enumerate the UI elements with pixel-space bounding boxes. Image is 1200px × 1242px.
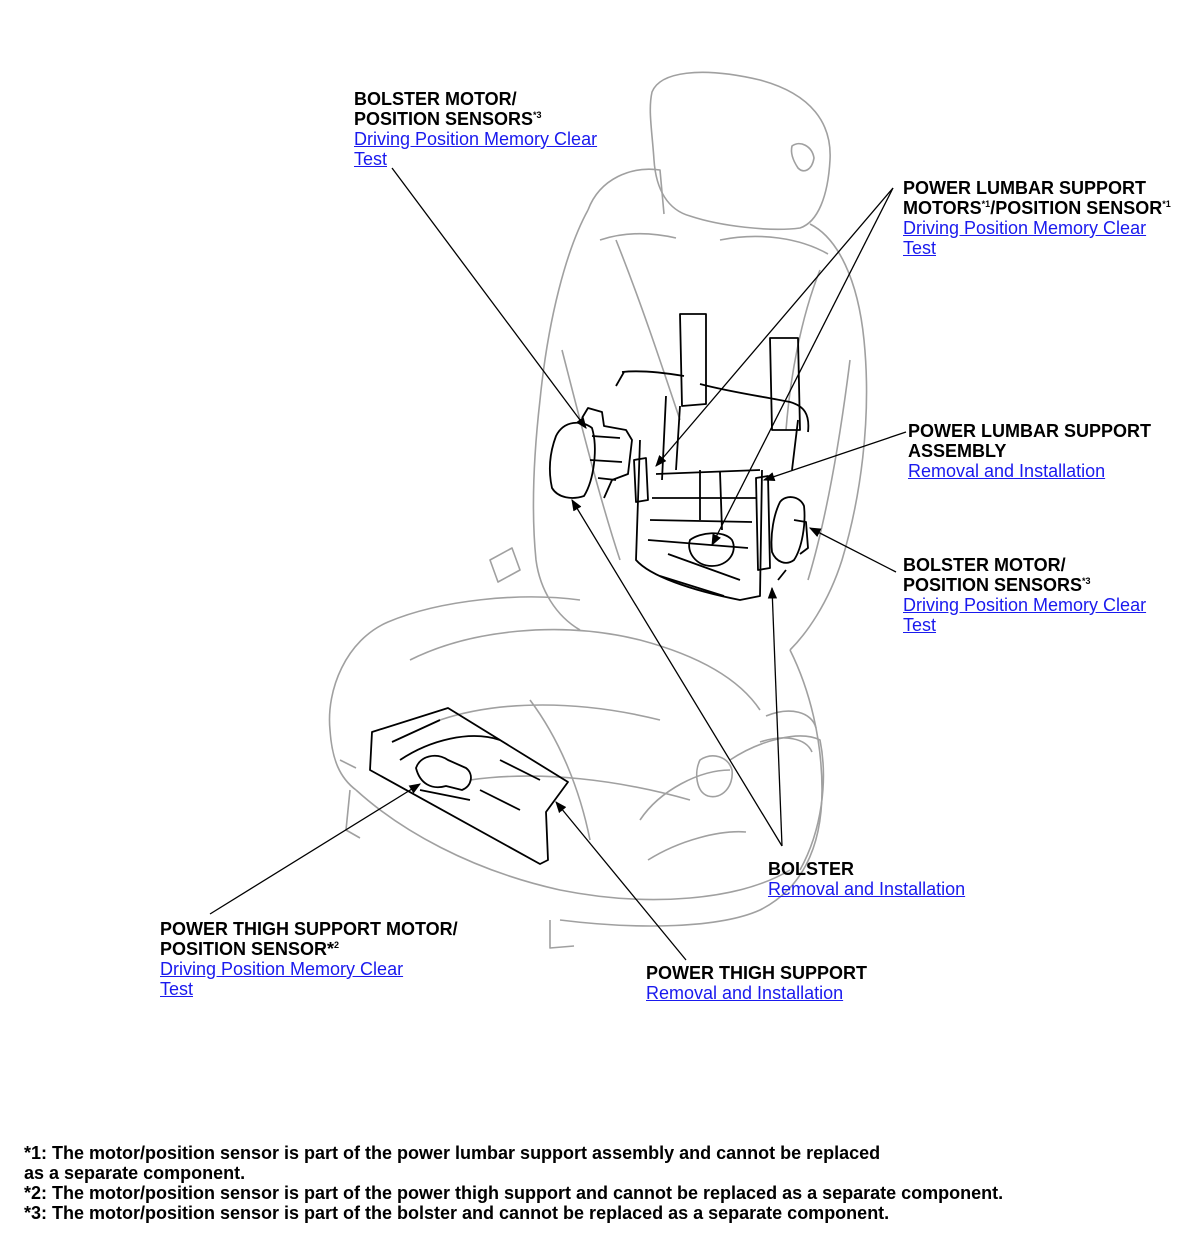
footnote-ref: *3 [533,110,542,120]
footnote-ref: *1 [1162,199,1171,209]
callout-title: ASSEMBLY [908,441,1007,461]
callout-bolster: BOLSTER Removal and Installation [768,859,965,899]
footnote-1: *1: The motor/position sensor is part of… [24,1143,881,1163]
footnote-ref: *3 [1082,576,1091,586]
callout-title: BOLSTER [768,859,855,879]
footnote-3: *3: The motor/position sensor is part of… [24,1203,890,1223]
footnotes: *1: The motor/position sensor is part of… [24,1143,1003,1223]
callout-title: POWER THIGH SUPPORT [646,963,868,983]
removal-and-installation-link[interactable]: Removal and Installation [908,461,1106,481]
callout-title: POWER THIGH SUPPORT MOTOR/ [160,919,458,939]
callout-bolster-motor-upper: BOLSTER MOTOR/ POSITION SENSORS*3 Drivin… [354,89,597,169]
callout-thigh-support: POWER THIGH SUPPORT Removal and Installa… [646,963,867,1003]
leader-lines [209,167,907,961]
callout-title: POSITION SENSORS*3 [354,109,542,129]
seat-outline [328,71,868,949]
callout-title: POSITION SENSOR*2 [160,939,340,959]
callout-title: MOTORS*1/POSITION SENSOR*1 [903,198,1171,218]
footnote-1-cont: as a separate component. [24,1163,246,1183]
callout-lumbar-assembly: POWER LUMBAR SUPPORT ASSEMBLY Removal an… [908,421,1151,481]
bolster-right [770,496,809,581]
thigh-support [369,707,569,865]
callout-bolster-motor-lower: BOLSTER MOTOR/ POSITION SENSORS*3 Drivin… [903,555,1146,635]
callout-title: POSITION SENSORS*3 [903,575,1091,595]
removal-and-installation-link[interactable]: Removal and Installation [646,983,844,1003]
callout-title: BOLSTER MOTOR/ [903,555,1066,575]
callout-title: BOLSTER MOTOR/ [354,89,517,109]
bolster-left [549,407,633,499]
lumbar-support-frame [615,313,810,601]
footnote-2: *2: The motor/position sensor is part of… [24,1183,1004,1203]
callout-title: POWER LUMBAR SUPPORT [908,421,1151,441]
removal-and-installation-link[interactable]: Removal and Installation [768,879,966,899]
callout-lumbar-motors: POWER LUMBAR SUPPORT MOTORS*1/POSITION S… [903,178,1171,258]
callout-thigh-motor: POWER THIGH SUPPORT MOTOR/ POSITION SENS… [160,919,458,999]
callout-title: POWER LUMBAR SUPPORT [903,178,1146,198]
footnote-ref: 2 [334,940,340,950]
footnote-ref: *1 [981,199,991,209]
